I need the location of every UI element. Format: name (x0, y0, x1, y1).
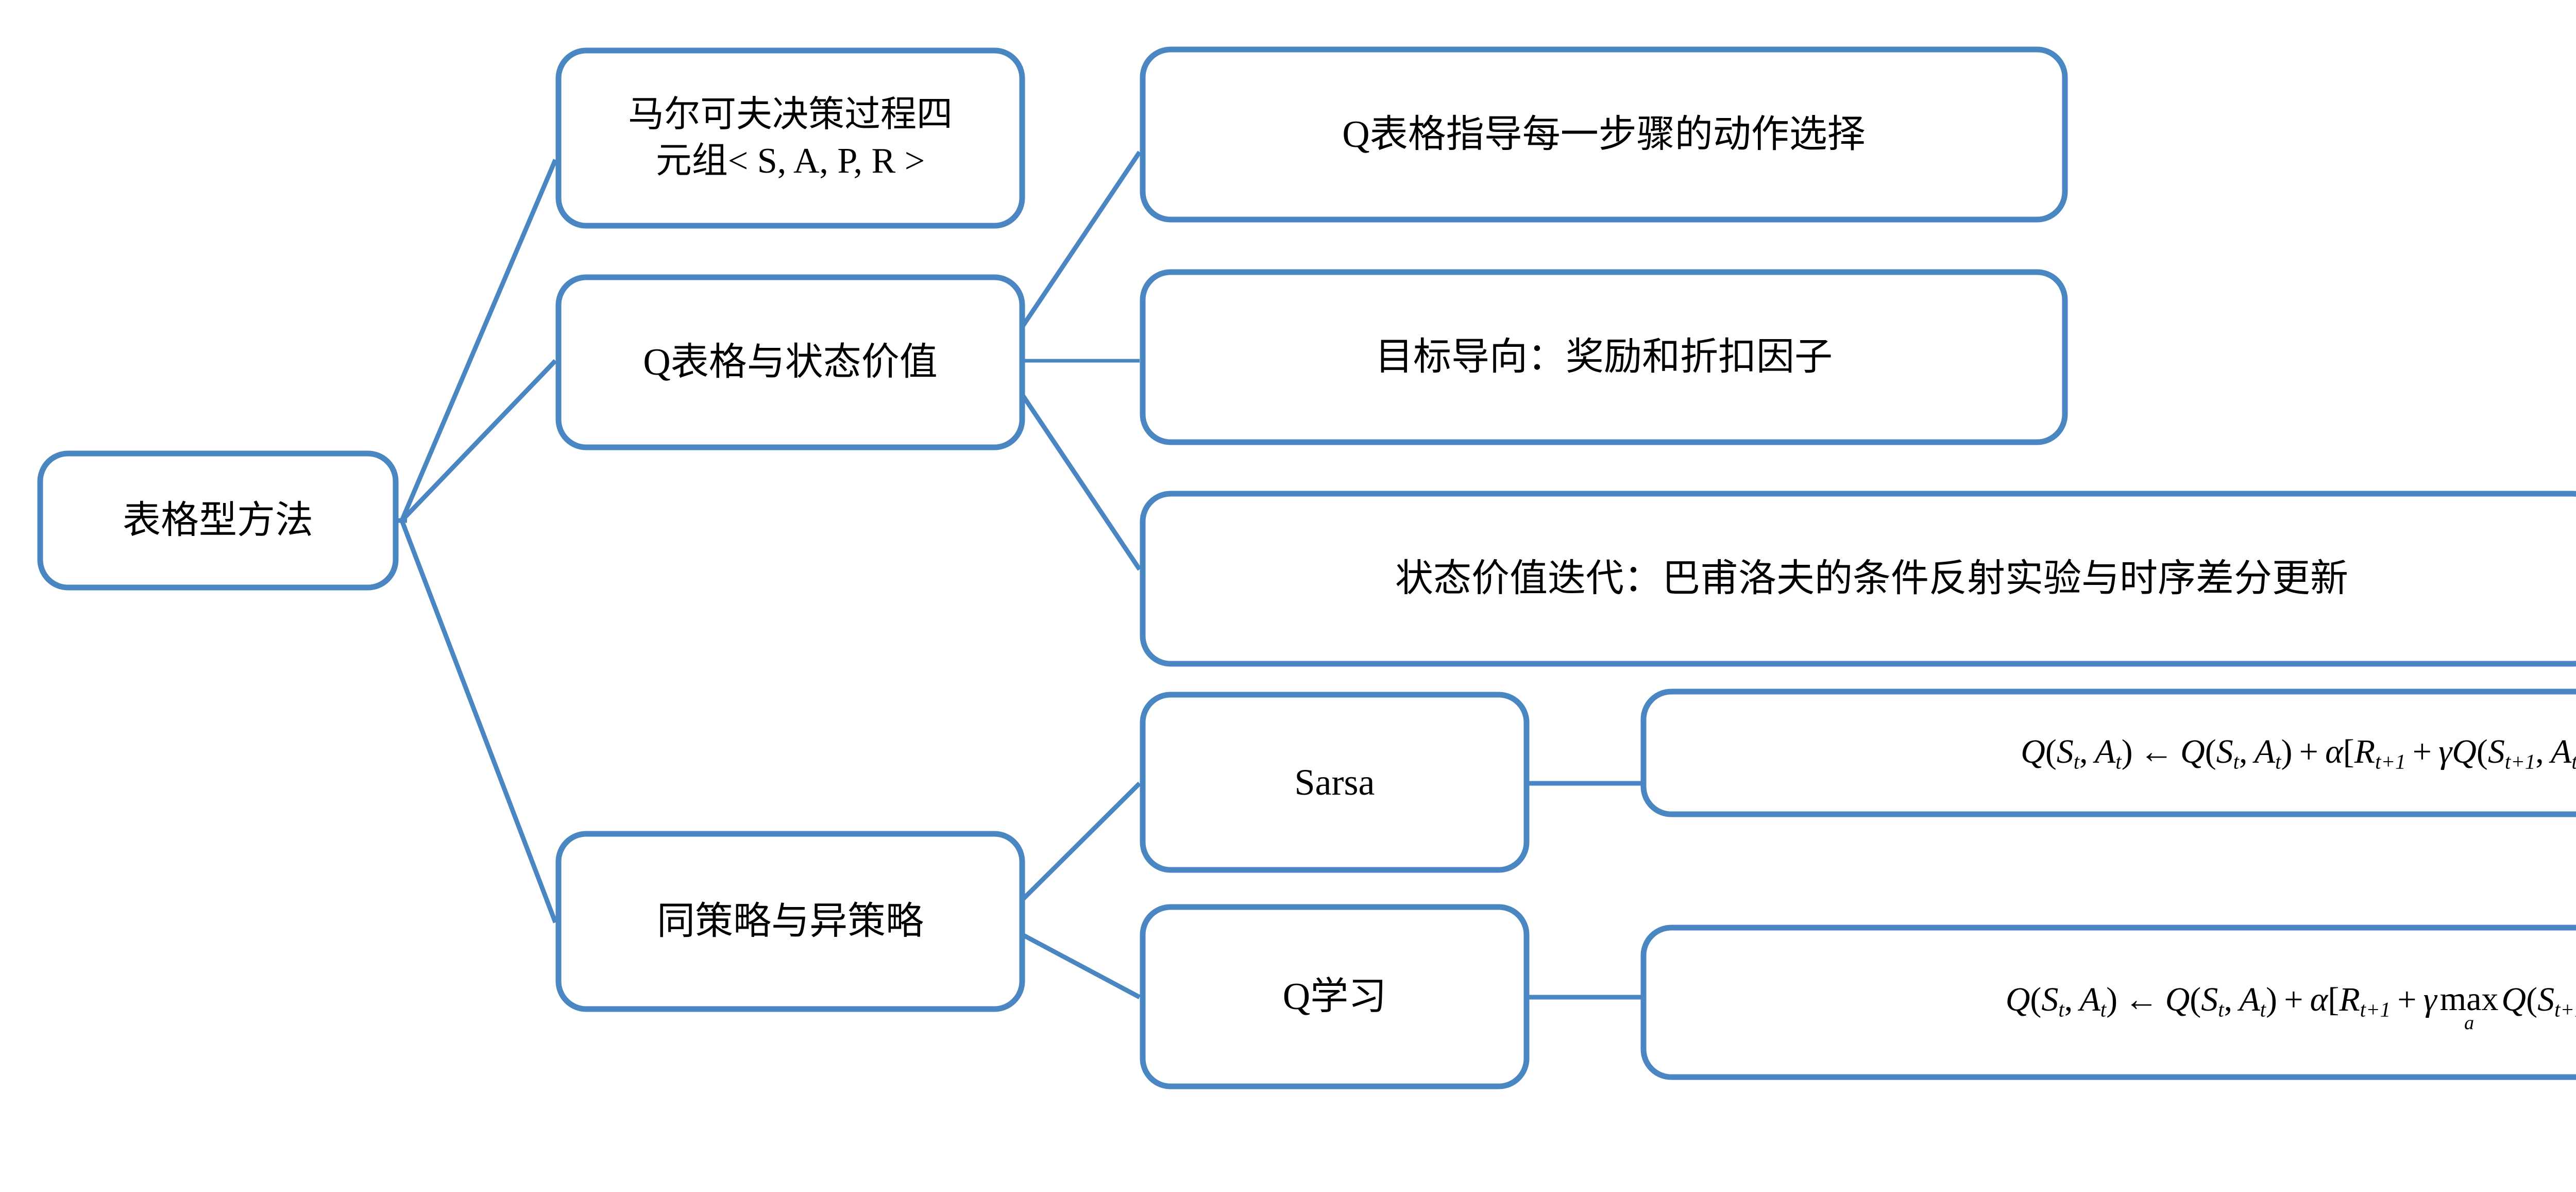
node-box-q-table-guides-action[interactable] (1140, 46, 2068, 223)
node-box-policy[interactable] (555, 831, 1025, 1012)
connector-root-to-policy (399, 519, 558, 924)
node-box-mdp[interactable] (555, 47, 1025, 229)
node-box-state-value-iteration[interactable] (1140, 491, 2576, 667)
node-box-qtable[interactable] (555, 274, 1025, 450)
connector-root-to-qtable (400, 359, 557, 523)
node-box-sarsa[interactable] (1140, 692, 1530, 873)
node-box-goal-oriented[interactable] (1140, 269, 2068, 445)
connector-group-root (397, 159, 558, 924)
node-box-root[interactable] (37, 450, 399, 591)
connector-root-to-mdp (399, 159, 558, 522)
node-box-qlearning[interactable] (1140, 904, 1530, 1089)
connector-group-formula (1526, 781, 1643, 1000)
node-box-qlearning-formula[interactable] (1640, 925, 2576, 1080)
node-box-sarsa-formula[interactable] (1640, 689, 2576, 817)
